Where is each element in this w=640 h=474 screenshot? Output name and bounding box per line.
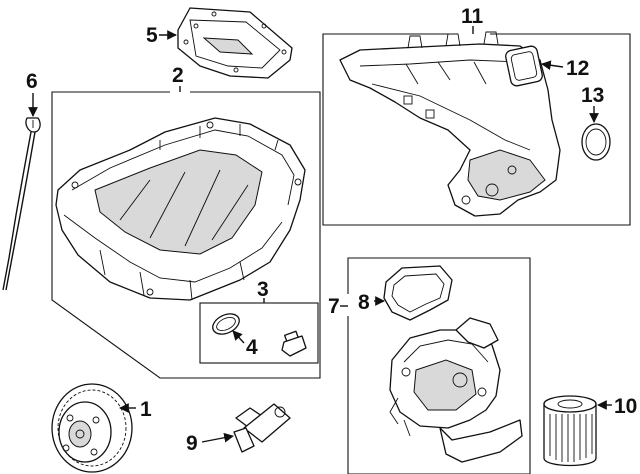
pcv-fitting [233,403,291,453]
callout-4: 4 [246,336,258,359]
callout-3: 3 [257,278,269,301]
callout-8: 8 [358,291,370,314]
crankshaft-pulley [51,383,133,473]
oil-pump-gasket [383,265,453,321]
oil-dipstick [2,117,41,291]
oil-pan-group-box [51,91,321,379]
drain-plug [281,330,307,357]
throttle-body-gasket [505,45,543,87]
callout-6: 6 [26,70,38,93]
callout-7: 7 [328,295,340,318]
callout-12: 12 [566,57,589,80]
oil-pan [55,117,306,301]
callout-1: 1 [140,398,152,421]
oil-pump-group-box [347,257,531,474]
callout-9: 9 [186,432,198,455]
leader-lines [28,26,612,443]
callout-11: 11 [461,5,484,28]
drain-plug-group-box [199,302,319,364]
callout-13: 13 [581,84,604,107]
intake-manifold [339,31,561,217]
intake-manifold-group-box [322,33,631,226]
callout-2: 2 [172,64,184,87]
drain-plug-gasket [212,313,240,335]
callout-10: 10 [614,395,637,418]
baffle-plate [177,7,293,79]
o-ring-seal [581,123,611,161]
oil-filter [543,395,597,467]
oil-pump [389,317,523,463]
callout-5: 5 [146,24,158,47]
